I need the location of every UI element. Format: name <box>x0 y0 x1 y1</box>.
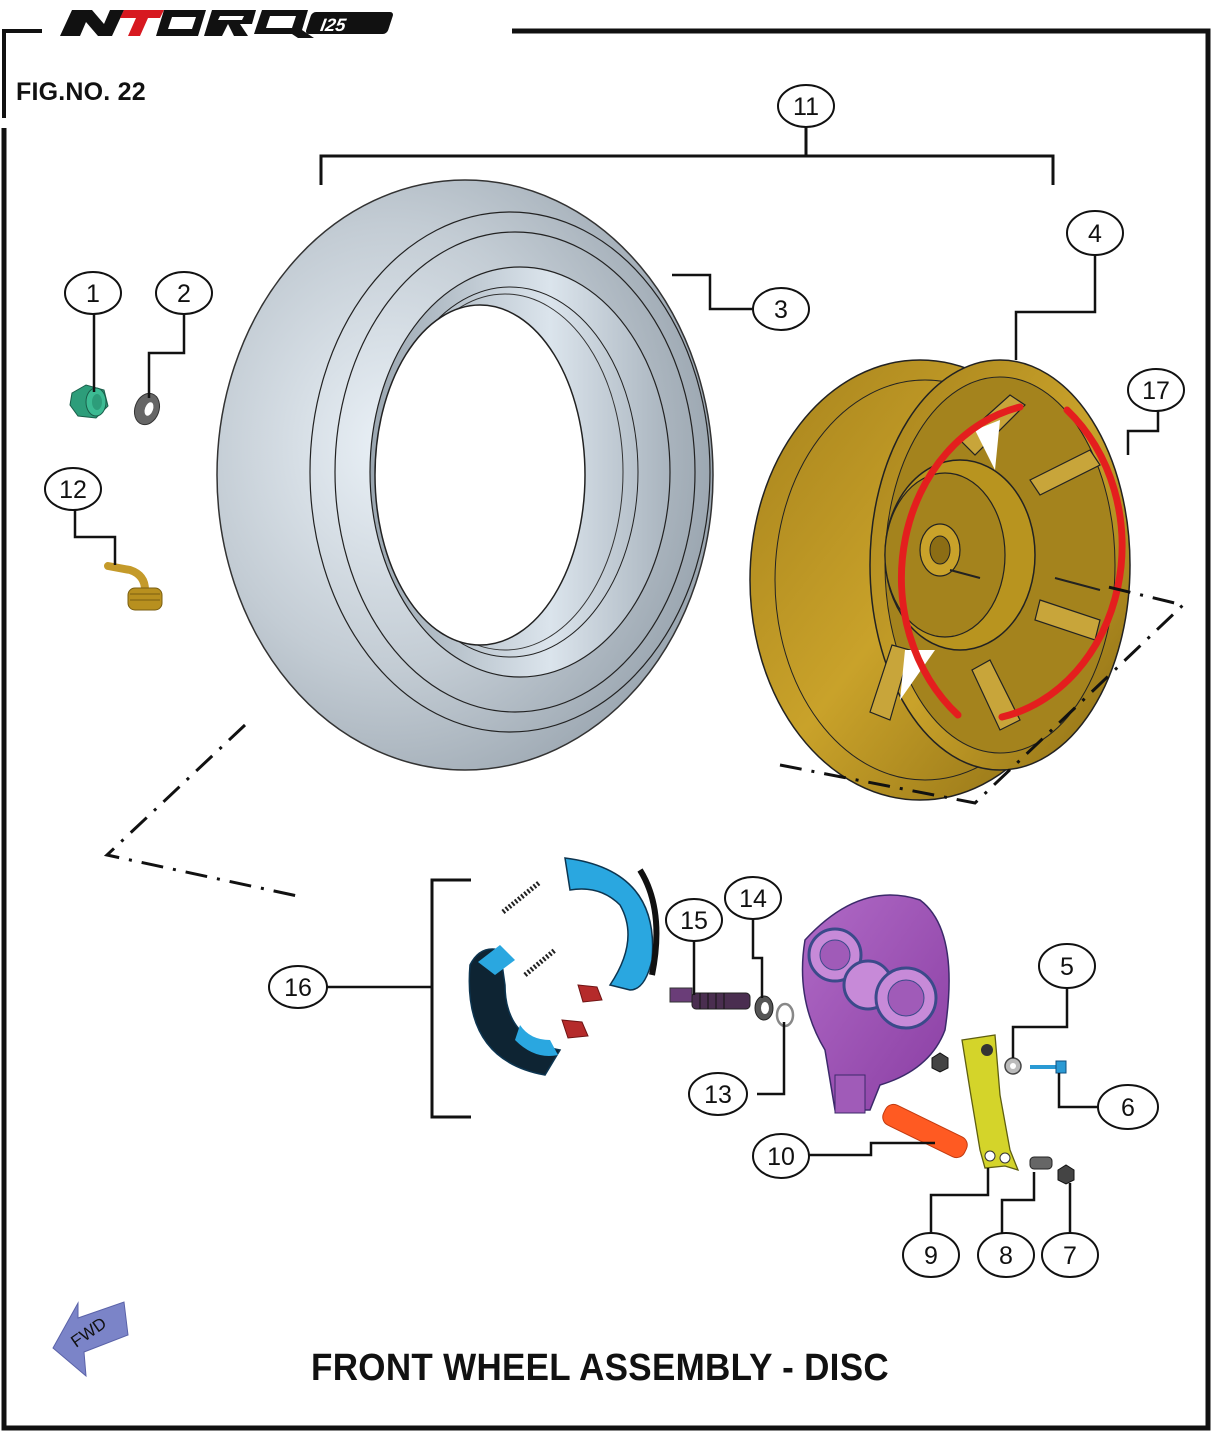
svg-text:13: 13 <box>704 1081 732 1109</box>
callout-12: 12 <box>44 467 102 511</box>
callout-9: 9 <box>902 1232 960 1278</box>
nut-part-7[interactable] <box>1057 1164 1075 1185</box>
brake-shoe-part-16[interactable] <box>468 857 660 1076</box>
callout-11-bracket <box>319 125 1055 185</box>
callout-4: 4 <box>1066 210 1124 256</box>
svg-text:9: 9 <box>924 1242 938 1270</box>
page-border <box>1 28 1211 1431</box>
svg-text:17: 17 <box>1142 377 1170 405</box>
svg-text:3: 3 <box>774 296 788 324</box>
nut-part-1[interactable] <box>69 384 109 419</box>
svg-text:8: 8 <box>999 1242 1013 1270</box>
callout-16-bracket <box>430 878 471 1119</box>
assembly-centerlines <box>103 583 1187 899</box>
callout-3: 3 <box>752 287 810 331</box>
cam-lever-part-9[interactable] <box>961 1034 1020 1172</box>
svg-text:15: 15 <box>680 907 708 935</box>
callout-8: 8 <box>977 1232 1035 1278</box>
fwd-arrow-icon: FWD <box>52 1301 129 1378</box>
highlight-ring <box>897 403 1126 721</box>
wheel-rim-part[interactable] <box>749 359 1131 801</box>
svg-text:6: 6 <box>1121 1094 1135 1122</box>
callout-11: 11 <box>777 84 835 128</box>
spring-part-10[interactable] <box>880 1101 971 1160</box>
callout-17: 17 <box>1127 368 1185 412</box>
diagram-title: FRONT WHEEL ASSEMBLY - DISC <box>0 1346 1200 1389</box>
svg-text:12: 12 <box>59 476 87 504</box>
brake-panel-part[interactable] <box>801 894 950 1114</box>
svg-text:I25: I25 <box>319 15 348 35</box>
callout-5: 5 <box>1038 943 1096 989</box>
svg-text:10: 10 <box>767 1143 795 1171</box>
washer-part-2[interactable] <box>130 390 163 428</box>
callout-1: 1 <box>64 271 122 315</box>
diagram-title-text: FRONT WHEEL ASSEMBLY - DISC <box>311 1346 889 1389</box>
svg-text:2: 2 <box>177 280 191 308</box>
svg-text:5: 5 <box>1060 953 1074 981</box>
callout-10: 10 <box>752 1133 810 1179</box>
callout-15: 15 <box>665 898 723 942</box>
brake-cam-part-15[interactable] <box>669 987 751 1010</box>
callout-13: 13 <box>688 1072 748 1116</box>
svg-text:11: 11 <box>793 93 819 121</box>
collar-part-8[interactable] <box>1029 1156 1053 1170</box>
small-nut[interactable] <box>931 1052 949 1073</box>
tyre-part[interactable] <box>216 179 714 771</box>
svg-text:4: 4 <box>1088 220 1102 248</box>
washer-part-14[interactable] <box>754 995 774 1021</box>
svg-text:7: 7 <box>1063 1242 1077 1270</box>
svg-text:16: 16 <box>284 974 312 1002</box>
leader-lines <box>73 255 1160 1233</box>
callout-6: 6 <box>1097 1084 1159 1130</box>
callout-16: 16 <box>268 965 328 1009</box>
callout-2: 2 <box>155 271 213 315</box>
bolt-part-6[interactable] <box>1030 1060 1067 1074</box>
svg-text:14: 14 <box>739 885 767 913</box>
callout-14: 14 <box>724 876 782 920</box>
valve-part-12[interactable] <box>104 562 163 611</box>
callout-7: 7 <box>1041 1232 1099 1278</box>
figure-number: FIG.NO. 22 <box>16 78 146 106</box>
brand-logo: I25 <box>60 10 393 38</box>
svg-text:1: 1 <box>86 280 100 308</box>
washer-part-5[interactable] <box>1004 1057 1022 1075</box>
